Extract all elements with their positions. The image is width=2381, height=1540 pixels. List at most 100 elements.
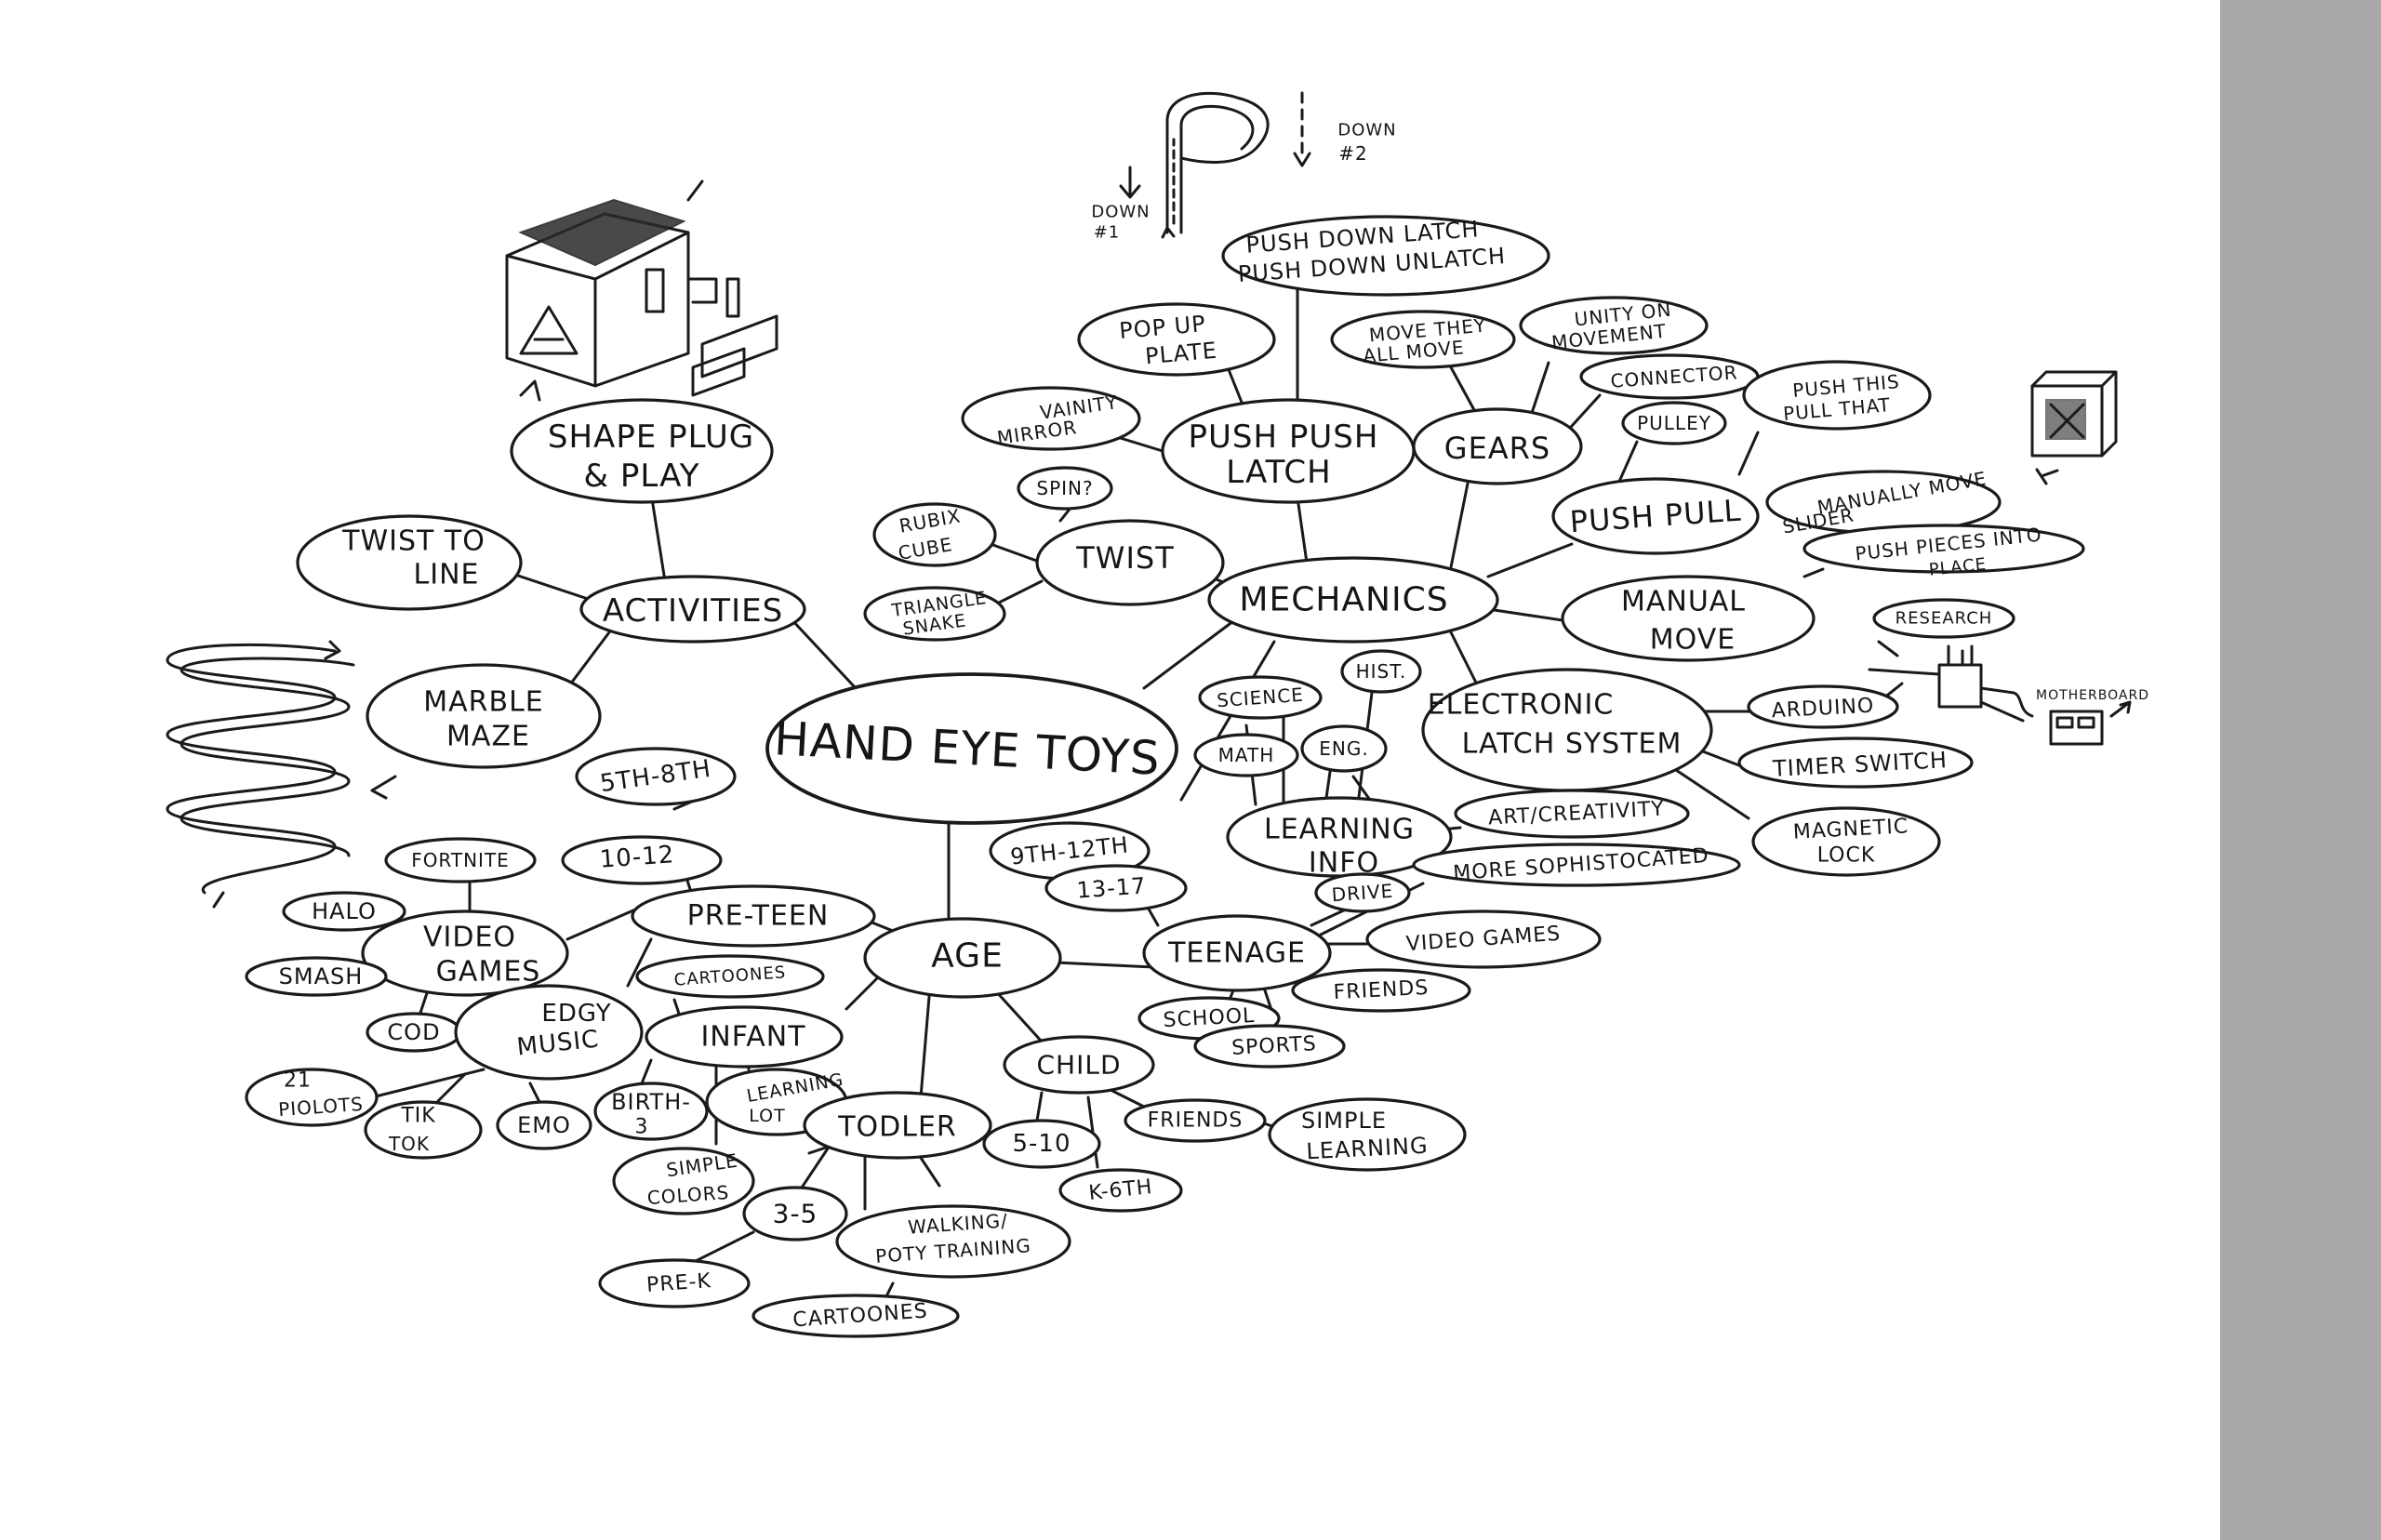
label-infant: INFANT bbox=[700, 1021, 805, 1054]
sketch-latch-mechanism-icon bbox=[1119, 91, 1311, 239]
bubble-simple-colors bbox=[612, 1147, 755, 1215]
label-shape-plug-2: & PLAY bbox=[584, 458, 700, 495]
sketch-arduino-board-icon bbox=[1937, 644, 2132, 746]
mind-map-canvas: HAND EYE TOYS ACTIVITIES SHAPE PLUG & PL… bbox=[166, 91, 2149, 1338]
label-down-2-b: #2 bbox=[1338, 142, 1367, 165]
label-child: CHILD bbox=[1036, 1050, 1121, 1081]
bubble-math bbox=[1193, 733, 1299, 777]
bubble-art-creativity bbox=[1454, 789, 1690, 839]
label-edgy-1: EDGY bbox=[541, 1000, 611, 1028]
label-friends-tn: FRIENDS bbox=[1333, 976, 1430, 1004]
bubble-push-down-latch bbox=[1221, 215, 1550, 297]
bubble-push-this bbox=[1742, 360, 1932, 431]
label-simple-learning-1: SIMPLE bbox=[1301, 1108, 1387, 1134]
bubble-unity-on-movement bbox=[1519, 296, 1709, 355]
label-school: SCHOOL bbox=[1163, 1004, 1256, 1032]
bubbles bbox=[245, 215, 2085, 1338]
bubble-friends-tn bbox=[1291, 968, 1471, 1013]
center-bubble bbox=[765, 672, 1178, 825]
bubble-manual-move bbox=[1561, 575, 1816, 662]
sketch-slider-box-icon bbox=[2030, 370, 2118, 485]
label-age: AGE bbox=[931, 937, 1004, 976]
bubble-k-6th bbox=[1058, 1168, 1183, 1213]
label-halo: HALO bbox=[312, 898, 377, 924]
bubble-video-games-pt bbox=[361, 909, 569, 997]
bubble-pre-k bbox=[598, 1258, 751, 1308]
bubble-spin bbox=[1017, 466, 1113, 511]
label-gears: GEARS bbox=[1444, 431, 1550, 466]
bubble-ages-3-5 bbox=[742, 1186, 848, 1241]
sketch-spiral-maze-icon bbox=[166, 640, 397, 909]
label-video-games-pt-1: VIDEO bbox=[423, 922, 516, 954]
bubble-timer-switch bbox=[1737, 737, 1974, 789]
sketch-shape-box-icon bbox=[505, 179, 778, 402]
bubble-ages-5-10 bbox=[982, 1119, 1101, 1169]
label-emo: EMO bbox=[517, 1112, 571, 1138]
label-birth-1: BIRTH- bbox=[611, 1089, 691, 1115]
label-fortnite: FORTNITE bbox=[411, 849, 510, 871]
bubble-vanity-mirror bbox=[961, 386, 1141, 451]
bubble-mechanics bbox=[1207, 556, 1499, 644]
label-ages-13-17: 13-17 bbox=[1076, 872, 1148, 903]
label-cod: COD bbox=[387, 1019, 440, 1045]
bubble-twist bbox=[1035, 519, 1225, 606]
bubble-emo bbox=[496, 1100, 592, 1150]
label-learning-lot-2: LOT bbox=[749, 1106, 785, 1126]
bubble-21-pilots bbox=[245, 1068, 379, 1127]
label-activities: ACTIVITIES bbox=[603, 592, 783, 630]
bubble-video-games-tn bbox=[1365, 909, 1602, 969]
bubble-move-they bbox=[1330, 310, 1516, 369]
label-tik-2: TOK bbox=[388, 1133, 430, 1155]
label-birth-2: 3 bbox=[635, 1116, 649, 1139]
label-twist-to-line-2: LINE bbox=[414, 559, 480, 591]
label-twist-to-line-1: TWIST TO bbox=[341, 525, 486, 558]
bubble-ages-13-17 bbox=[1044, 864, 1188, 912]
label-todler: TODLER bbox=[837, 1111, 957, 1144]
label-21-1: 21 bbox=[284, 1069, 312, 1093]
label-ages-5-10: 5-10 bbox=[1012, 1130, 1071, 1158]
bubble-fortnite bbox=[384, 837, 537, 883]
bubble-birth-3 bbox=[593, 1082, 709, 1141]
label-manual-move-2: MOVE bbox=[1650, 624, 1736, 657]
bubble-pulley bbox=[1621, 401, 1727, 445]
bubble-cartoones-td bbox=[752, 1294, 960, 1338]
bubble-ages-10-12 bbox=[561, 835, 723, 885]
bubble-teenage bbox=[1142, 914, 1332, 992]
label-magnetic-2: LOCK bbox=[1817, 844, 1876, 868]
bubble-magnetic-lock bbox=[1751, 806, 1941, 877]
bubble-research bbox=[1872, 598, 2015, 639]
bubble-drive bbox=[1314, 872, 1411, 913]
bubble-hist bbox=[1340, 649, 1422, 694]
bubble-edgy-music bbox=[454, 984, 644, 1081]
label-push-push-2: LATCH bbox=[1226, 454, 1331, 491]
bubble-child bbox=[1003, 1035, 1155, 1095]
bubble-grades-5-8 bbox=[575, 747, 737, 806]
label-pulley: PULLEY bbox=[1637, 412, 1711, 434]
bubble-tik-tok bbox=[364, 1100, 483, 1160]
bubble-infant bbox=[645, 1005, 844, 1069]
label-manual-move-1: MANUAL bbox=[1621, 586, 1746, 618]
label-pre-k: PRE-K bbox=[645, 1269, 712, 1297]
label-spin: SPIN? bbox=[1036, 477, 1093, 499]
label-friends-ch: FRIENDS bbox=[1148, 1109, 1244, 1133]
bubble-triangle-snake bbox=[863, 586, 1006, 642]
bubble-sports bbox=[1193, 1024, 1346, 1069]
bubble-arduino bbox=[1747, 684, 1899, 729]
label-motherboard: MOTHERBOARD bbox=[2036, 688, 2149, 703]
label-learning-info-2: INFO bbox=[1309, 847, 1379, 880]
label-math: MATH bbox=[1218, 744, 1275, 766]
bubble-science bbox=[1198, 675, 1323, 720]
label-simple-learning-2: LEARNING bbox=[1306, 1133, 1430, 1165]
bubble-shape-plug bbox=[510, 398, 774, 504]
bubble-gears bbox=[1412, 407, 1583, 485]
bubble-cartoones-pt bbox=[635, 954, 825, 999]
bubble-todler bbox=[803, 1091, 992, 1160]
label-learning-info-1: LEARNING bbox=[1264, 814, 1415, 846]
label-arduino: ARDUINO bbox=[1771, 695, 1875, 724]
bubble-halo bbox=[282, 891, 406, 932]
label-ages-3-5: 3-5 bbox=[773, 1199, 818, 1229]
label-eng: ENG. bbox=[1319, 737, 1368, 760]
bubble-push-pieces bbox=[1802, 524, 2085, 574]
bubble-pre-teen bbox=[631, 884, 876, 948]
label-smash: SMASH bbox=[279, 963, 364, 989]
